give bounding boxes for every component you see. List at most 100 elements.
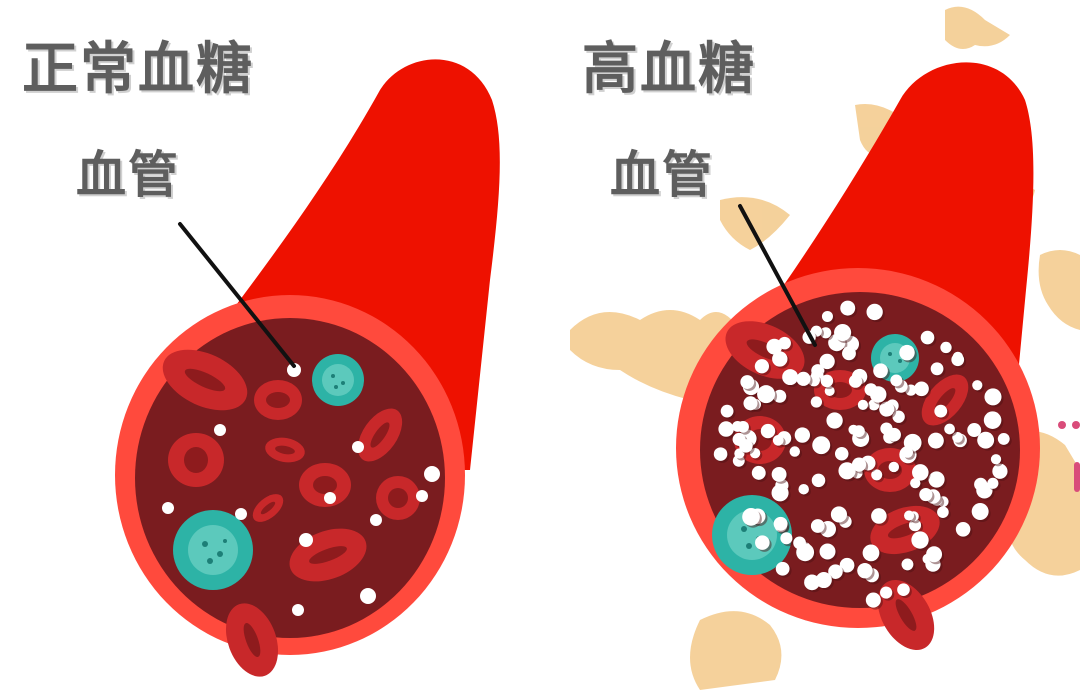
glucose-molecule bbox=[997, 432, 1010, 445]
glucose-molecule bbox=[984, 388, 1002, 406]
glucose-molecule bbox=[292, 604, 304, 616]
glucose-molecule bbox=[287, 363, 301, 377]
glucose-molecule bbox=[901, 558, 914, 571]
glucose-molecule bbox=[820, 327, 832, 339]
glucose-molecule bbox=[214, 424, 226, 436]
glucose-molecule bbox=[819, 353, 835, 370]
glucose-molecule bbox=[811, 473, 826, 488]
glucose-molecule bbox=[840, 300, 856, 316]
glucose-molecule bbox=[778, 336, 791, 350]
glucose-molecule bbox=[798, 483, 809, 495]
glucose-molecule bbox=[848, 374, 863, 388]
glucose-molecule bbox=[796, 371, 811, 386]
glucose-molecule bbox=[914, 381, 929, 397]
glucose-molecule bbox=[796, 543, 815, 562]
red-blood-cell bbox=[254, 380, 302, 420]
glucose-molecule bbox=[370, 514, 382, 526]
glucose-molecule bbox=[880, 586, 893, 599]
glucose-molecule bbox=[908, 519, 922, 532]
glucose-molecule bbox=[780, 532, 793, 545]
glucose-molecule bbox=[807, 374, 820, 387]
glucose-molecule bbox=[987, 477, 999, 489]
glucose-molecule bbox=[804, 574, 820, 591]
glucose-molecule bbox=[905, 384, 917, 396]
glucose-molecule bbox=[971, 503, 989, 520]
glucose-molecule bbox=[951, 353, 965, 367]
glucose-molecule bbox=[871, 508, 887, 524]
red-blood-cell bbox=[265, 437, 305, 463]
white-blood-cell bbox=[173, 510, 253, 590]
glucose-molecule bbox=[879, 401, 895, 417]
glucose-molecule bbox=[912, 464, 929, 481]
red-blood-cell bbox=[299, 463, 351, 507]
glucose-molecule bbox=[737, 420, 749, 433]
glucose-molecule bbox=[857, 399, 869, 410]
glucose-molecule bbox=[888, 461, 900, 473]
glucose-molecule bbox=[866, 303, 883, 321]
glucose-molecule bbox=[789, 446, 801, 457]
glucose-molecule bbox=[977, 431, 995, 449]
glucose-molecules bbox=[713, 300, 1012, 610]
normal-blood-sugar-title: 正常血糖 bbox=[22, 37, 254, 102]
sugar-splash bbox=[945, 6, 1010, 49]
glucose-molecule bbox=[983, 411, 1002, 429]
glucose-molecule bbox=[897, 583, 910, 597]
glucose-molecule bbox=[902, 447, 914, 458]
dot-marker bbox=[1074, 462, 1080, 492]
glucose-molecule bbox=[775, 561, 790, 576]
glucose-molecule bbox=[826, 412, 843, 429]
glucose-molecule bbox=[873, 363, 888, 379]
red-blood-cell bbox=[225, 603, 279, 677]
normal-vessel bbox=[115, 59, 500, 677]
red-blood-cell bbox=[376, 476, 420, 520]
glucose-molecule bbox=[910, 477, 921, 489]
glucose-molecule bbox=[892, 410, 905, 423]
glucose-molecule bbox=[235, 508, 247, 520]
glucose-molecule bbox=[839, 557, 855, 573]
high-sugar-vessel bbox=[676, 62, 1040, 651]
glucose-molecule bbox=[824, 386, 835, 397]
glucose-molecule bbox=[972, 380, 983, 391]
glucose-molecule bbox=[927, 432, 944, 449]
vessel-pointer-line bbox=[178, 222, 296, 368]
glucose-molecule bbox=[928, 471, 945, 488]
glucose-molecule bbox=[838, 462, 856, 480]
sugar-splash bbox=[1038, 250, 1080, 330]
red-blood-cell bbox=[162, 349, 248, 411]
edge-decoration bbox=[1058, 421, 1080, 492]
glucose-molecule bbox=[749, 448, 761, 459]
glucose-molecule bbox=[862, 544, 880, 562]
glucose-molecule bbox=[739, 439, 753, 453]
glucose-molecule bbox=[834, 323, 852, 342]
glucose-molecule bbox=[162, 502, 174, 514]
glucose-molecule bbox=[899, 344, 915, 361]
glucose-molecule bbox=[810, 396, 823, 408]
glucose-molecule bbox=[937, 506, 949, 518]
high-sugar-vessel-label: 血管 bbox=[610, 146, 714, 204]
glucose-molecule bbox=[940, 341, 952, 354]
glucose-molecule bbox=[920, 330, 935, 345]
glucose-molecule bbox=[810, 519, 825, 533]
glucose-molecule bbox=[751, 465, 766, 480]
sugar-splash bbox=[690, 611, 782, 690]
glucose-molecule bbox=[757, 385, 776, 404]
glucose-molecule bbox=[834, 446, 849, 461]
red-blood-cell bbox=[877, 579, 935, 651]
glucose-molecule bbox=[424, 466, 440, 482]
glucose-molecule bbox=[904, 510, 915, 521]
glucose-molecule bbox=[416, 490, 428, 502]
glucose-molecule bbox=[794, 427, 811, 443]
glucose-molecule bbox=[821, 310, 833, 322]
glucose-molecule bbox=[871, 469, 883, 481]
glucose-molecule bbox=[926, 546, 943, 563]
glucose-molecule bbox=[771, 466, 787, 482]
glucose-molecule bbox=[815, 572, 832, 589]
glucose-molecules bbox=[162, 363, 440, 616]
red-blood-cell bbox=[357, 408, 403, 462]
vessel-pointer-line bbox=[738, 204, 817, 347]
glucose-molecule bbox=[360, 588, 376, 604]
glucose-molecule bbox=[754, 359, 770, 374]
glucose-molecule bbox=[772, 351, 788, 367]
glucose-molecule bbox=[773, 389, 787, 403]
